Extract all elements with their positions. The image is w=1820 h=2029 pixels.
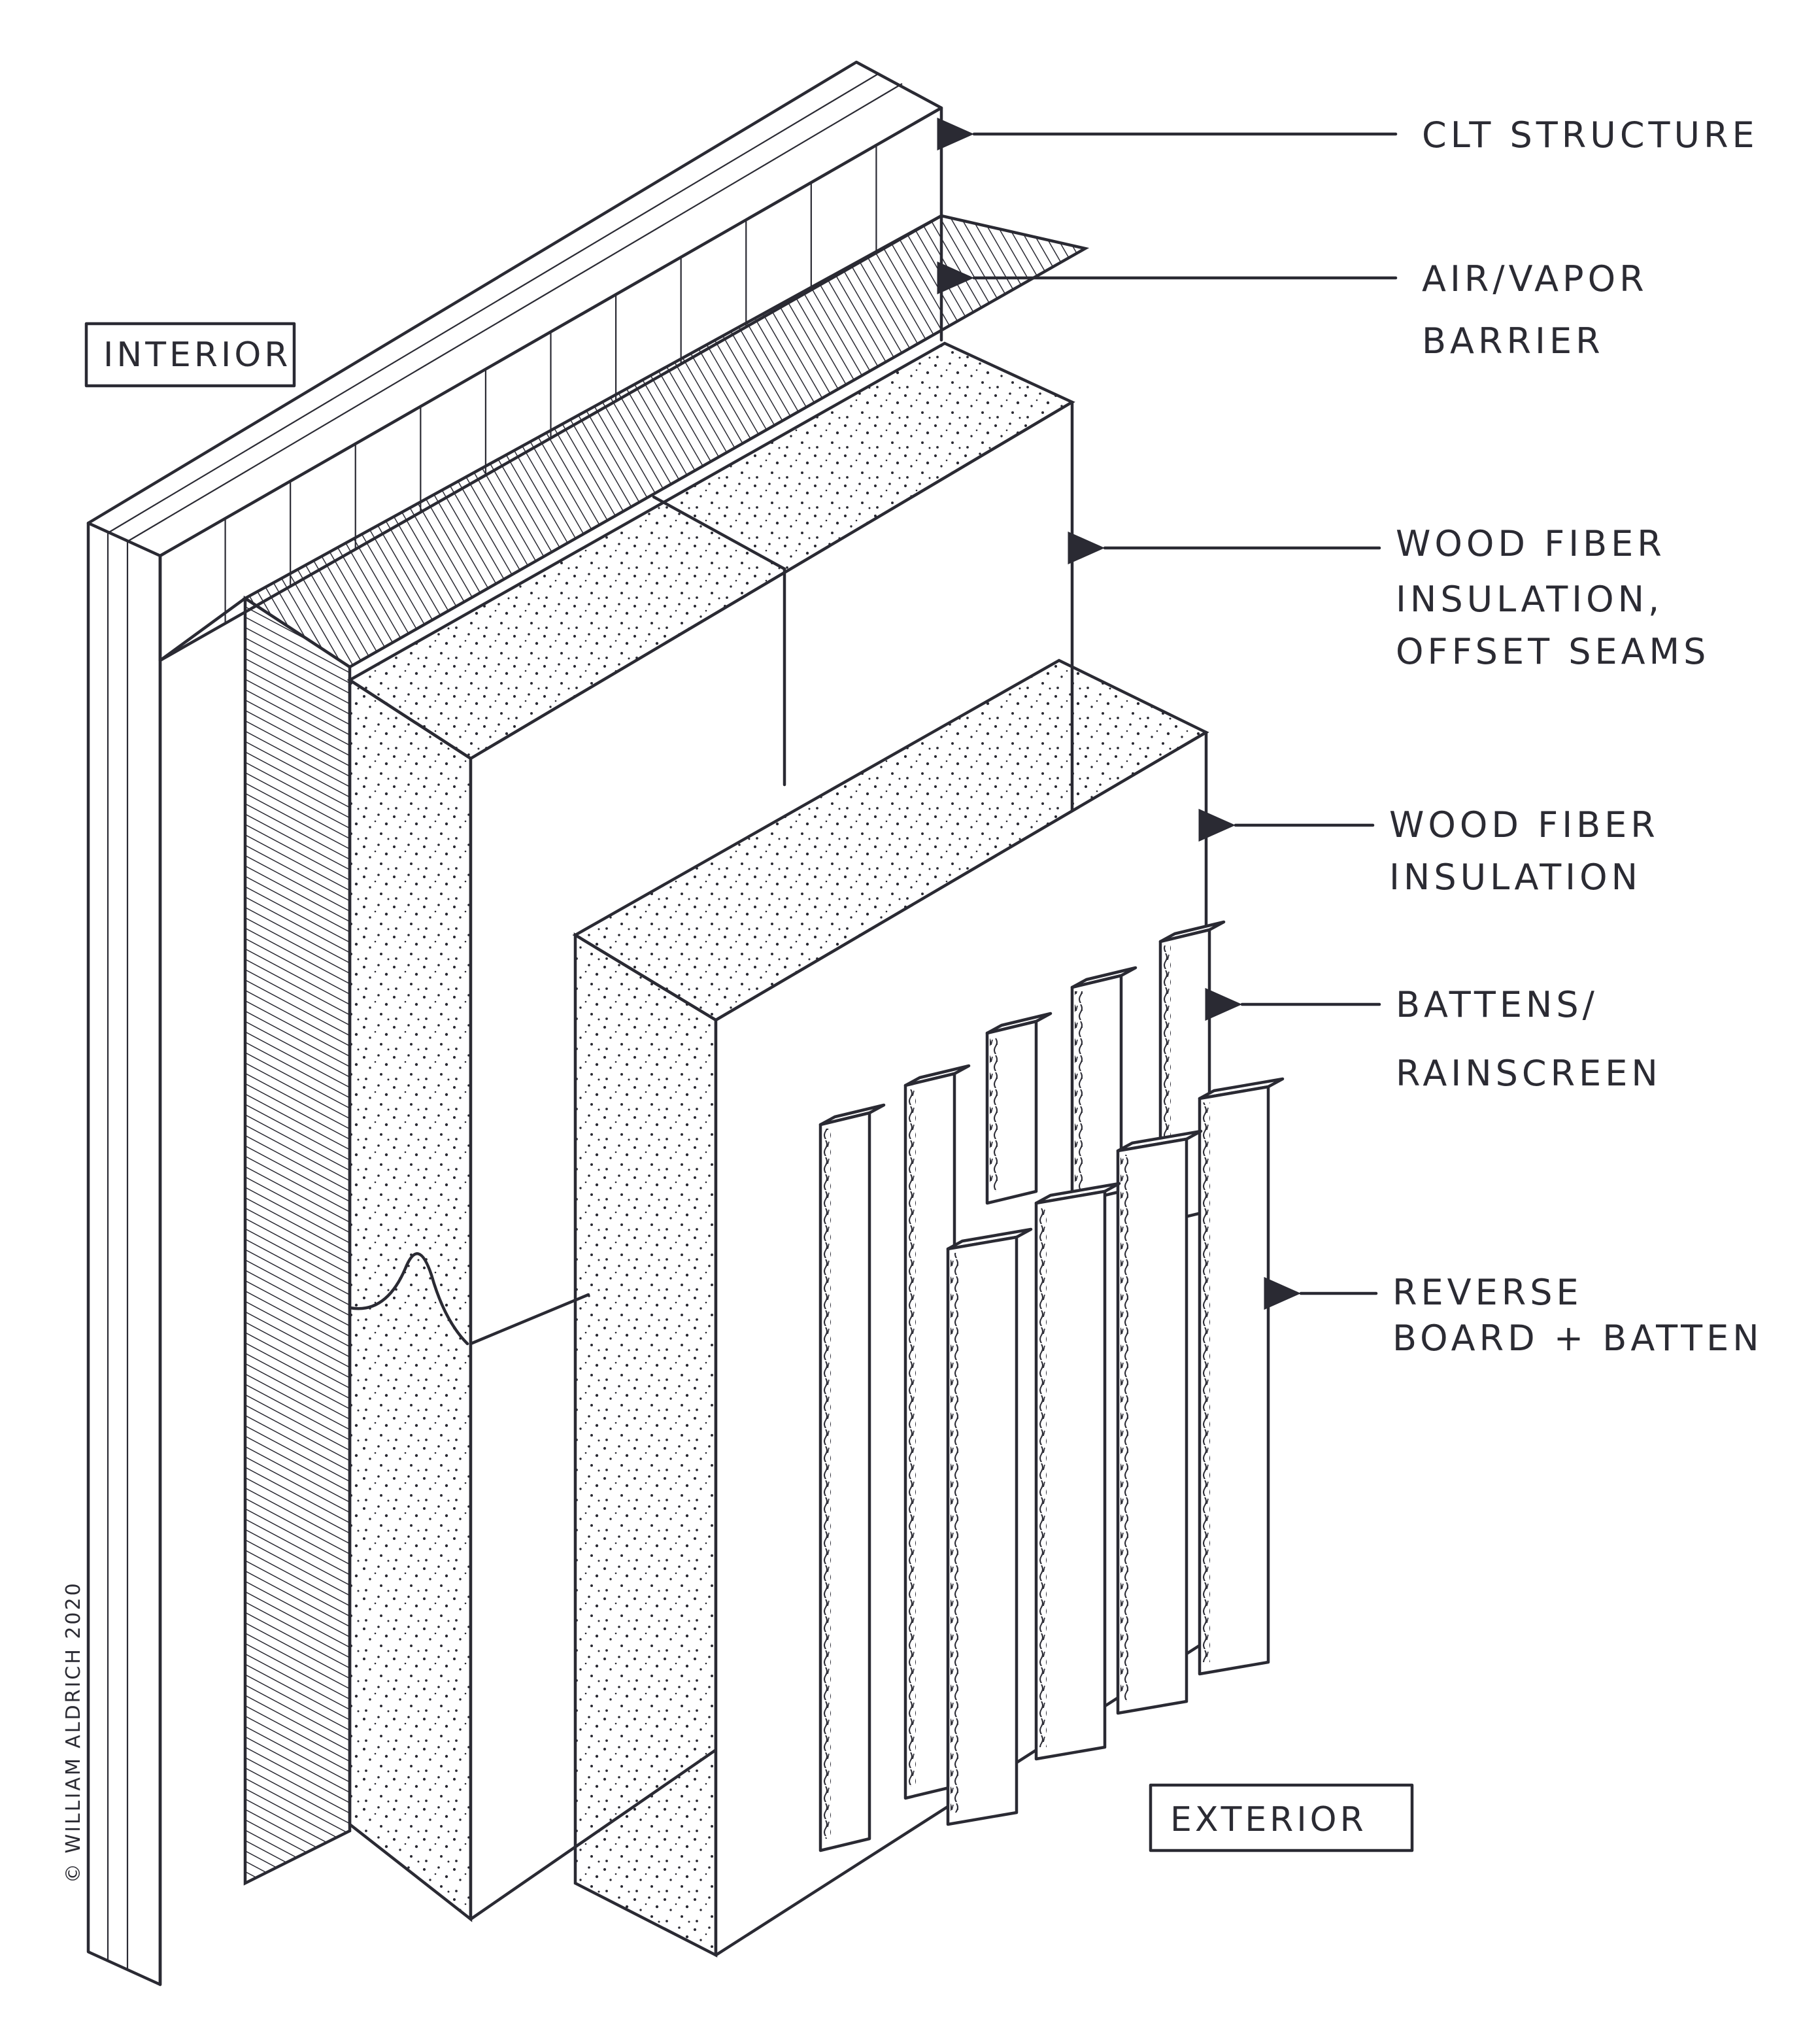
insulation-offset-line1: WOOD FIBER (1396, 523, 1666, 564)
batten (985, 1012, 1053, 1205)
interior-label: INTERIOR (103, 335, 291, 375)
insulation-line1: WOOD FIBER (1389, 804, 1659, 845)
insulation-line2: INSULATION (1389, 857, 1642, 898)
barrier-label-line2: BARRIER (1422, 320, 1604, 362)
top-seam (652, 495, 786, 571)
clt-structure-label: CLT STRUCTURE (1422, 114, 1759, 156)
exterior-tag: EXTERIOR (1149, 1783, 1414, 1852)
insulation-offset-line3: OFFSET SEAMS (1396, 631, 1710, 672)
barrier-front-face (243, 595, 352, 1886)
board (1198, 1077, 1285, 1676)
clt-side-face (86, 521, 162, 1986)
cutaway-line (348, 1252, 469, 1346)
insulation-offset-line2: INSULATION, (1396, 579, 1663, 620)
interior-tag: INTERIOR (84, 322, 296, 388)
batten (818, 1103, 886, 1852)
batten (1070, 966, 1138, 1205)
battens-line1: BATTENS/ (1396, 984, 1598, 1025)
insulation2-side-face (573, 932, 718, 1958)
board (1034, 1182, 1121, 1761)
clt-panel (86, 60, 943, 1986)
board-batten-line1: REVERSE (1392, 1272, 1583, 1313)
air-vapor-barrier (158, 214, 1090, 1886)
front-seam (469, 1293, 590, 1346)
callouts: CLT STRUCTURE AIR/VAPOR BARRIER WOOD FIB… (937, 114, 1763, 1359)
barrier-label-line1: AIR/VAPOR (1422, 258, 1648, 299)
insulation1-side-face (348, 677, 473, 1922)
board (946, 1227, 1033, 1826)
copyright-signature: © WILLIAM ALDRICH 2020 (62, 1581, 85, 1883)
reverse-board-batten (946, 1077, 1285, 1826)
exterior-label: EXTERIOR (1170, 1800, 1367, 1839)
battens-line2: RAINSCREEN (1396, 1053, 1662, 1094)
battens-rainscreen (818, 920, 1226, 1852)
board (1116, 1129, 1203, 1715)
board-batten-line2: BOARD + BATTEN (1392, 1318, 1763, 1359)
